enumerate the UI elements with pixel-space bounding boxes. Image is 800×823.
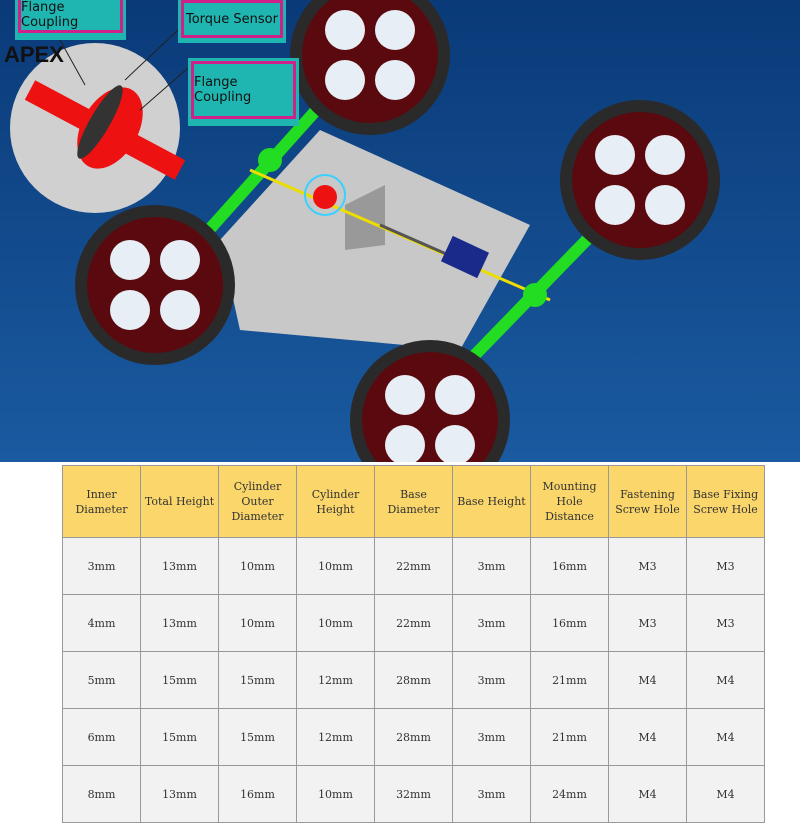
column-header: Fastening Screw Hole [608,465,687,538]
table-cell: 15mm [218,651,297,709]
table-cell: 22mm [374,594,453,652]
column-header: Mounting Hole Distance [530,465,609,538]
table-cell: 10mm [218,537,297,595]
motor [440,235,490,279]
table-cell: 10mm [296,765,375,823]
table-cell: 28mm [374,651,453,709]
table-cell: M4 [608,651,687,709]
label-flange-coupling-top: Flange Coupling [15,0,126,40]
column-header: Base Diameter [374,465,453,538]
table-cell: 3mm [452,651,531,709]
label-torque-sensor: Torque Sensor [178,0,286,43]
table-cell: 3mm [452,594,531,652]
table-cell: 3mm [62,537,141,595]
label-flange-coupling-right: Flange Coupling [188,58,299,126]
car-assembly-render [0,0,800,462]
table-cell: M4 [686,765,765,823]
table-cell: 15mm [140,651,219,709]
table-cell: M4 [608,708,687,766]
table-cell: 10mm [296,537,375,595]
table-cell: M3 [686,594,765,652]
table-cell: 10mm [218,594,297,652]
table-cell: 16mm [218,765,297,823]
table-cell: 5mm [62,651,141,709]
table-cell: 13mm [140,765,219,823]
table-cell: 3mm [452,765,531,823]
column-header: Base Height [452,465,531,538]
coupling [313,185,337,209]
table-cell: 12mm [296,651,375,709]
table-cell: 15mm [140,708,219,766]
table-cell: 16mm [530,594,609,652]
table-cell: 12mm [296,708,375,766]
table-cell: 22mm [374,537,453,595]
table-cell: 13mm [140,537,219,595]
table-cell: 32mm [374,765,453,823]
table-cell: 6mm [62,708,141,766]
table-cell: M3 [608,537,687,595]
table-cell: 13mm [140,594,219,652]
table-cell: 3mm [452,708,531,766]
column-header: Cylinder Outer Diameter [218,465,297,538]
table-cell: 10mm [296,594,375,652]
table-cell: 28mm [374,708,453,766]
table-cell: 21mm [530,708,609,766]
table-cell: M4 [686,651,765,709]
table-cell: M4 [686,708,765,766]
table-cell: 3mm [452,537,531,595]
column-header: Cylinder Height [296,465,375,538]
table-cell: 15mm [218,708,297,766]
column-header: Inner Diameter [62,465,141,538]
table-cell: 16mm [530,537,609,595]
table-cell: M3 [608,594,687,652]
column-header: Base Fixing Screw Hole [686,465,765,538]
table-cell: M3 [686,537,765,595]
table-cell: 4mm [62,594,141,652]
table-cell: 24mm [530,765,609,823]
column-header: Total Height [140,465,219,538]
table-cell: 8mm [62,765,141,823]
table-cell: M4 [608,765,687,823]
apex-logo: APEX [4,42,64,67]
table-cell: 21mm [530,651,609,709]
